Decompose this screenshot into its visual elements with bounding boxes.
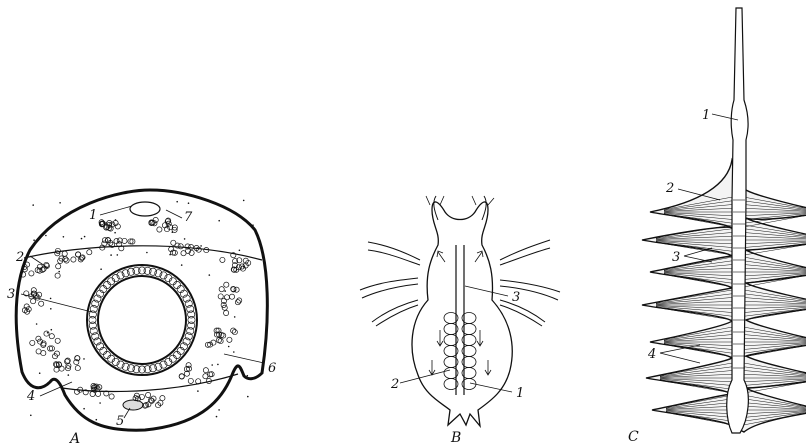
callout-a-5: 5 (116, 414, 124, 429)
ventral-nerve-cord (123, 400, 143, 410)
panel-label-b: B (450, 430, 461, 446)
callout-b-2: 2 (390, 377, 399, 392)
callout-b-3: 3 (512, 290, 520, 305)
callout-c-4: 4 (647, 347, 656, 362)
panel-label-c: C (628, 429, 639, 445)
callout-a-1: 1 (89, 208, 97, 223)
callout-c-1: 1 (702, 108, 710, 123)
callout-c-3: 3 (672, 250, 680, 265)
panel-label-a: A (68, 431, 80, 447)
callout-a-7: 7 (184, 210, 193, 225)
larva-body (412, 202, 512, 426)
legs (360, 240, 560, 326)
callout-a-4: 4 (26, 389, 35, 404)
flow-arrows (429, 251, 491, 375)
fat-body-cells (21, 200, 254, 421)
heart-chambers (444, 313, 476, 390)
panel-b: 3 2 1 B (360, 196, 560, 446)
panel-c: 1 2 3 4 C (628, 8, 806, 445)
gut-epithelium (89, 267, 195, 373)
callout-a-3: 3 (7, 287, 15, 302)
callout-a-6: 6 (268, 361, 276, 376)
gut-outer-ring (87, 265, 197, 375)
callout-b-1: 1 (516, 386, 524, 401)
dorsal-vessel (130, 202, 160, 216)
gut-inner-ring (98, 276, 186, 364)
callout-c-2: 2 (665, 181, 674, 196)
callout-a-2: 2 (15, 250, 24, 265)
panel-a: 1 7 2 3 6 4 5 A (7, 190, 276, 447)
